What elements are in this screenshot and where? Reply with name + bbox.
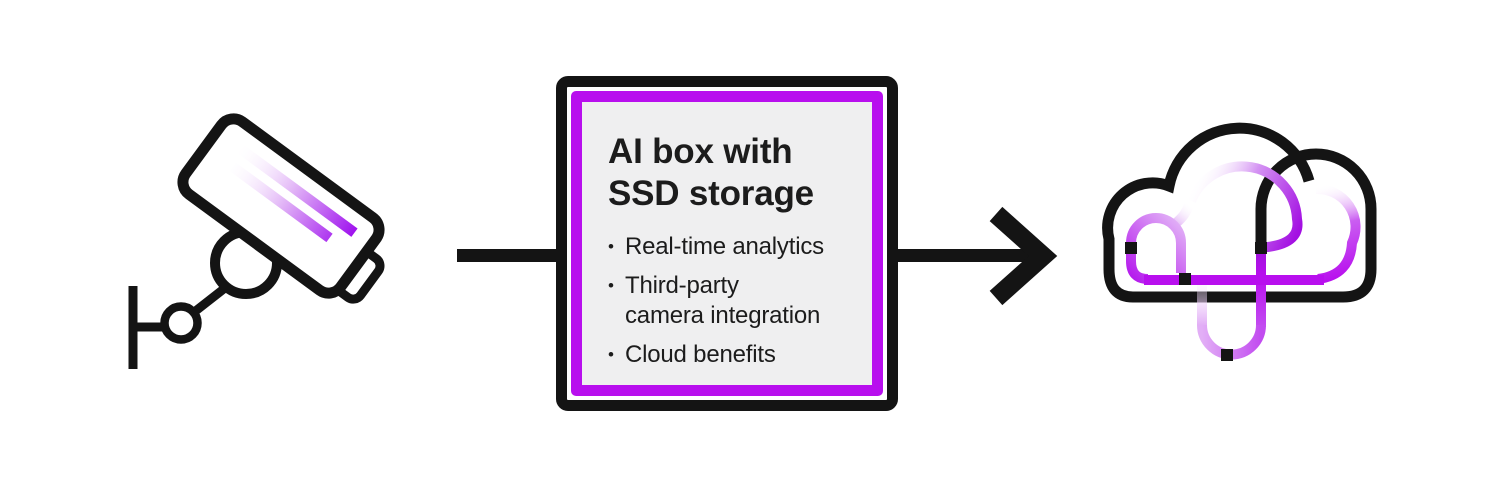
bullet-dot-icon: •: [608, 237, 614, 256]
box-title: AI box with SSD storage: [608, 131, 872, 215]
security-camera-icon: [128, 113, 385, 369]
box-title-line-1: AI box with: [608, 132, 793, 171]
connector-line-left: [457, 249, 557, 262]
node-square: [1125, 242, 1137, 254]
node-square: [1221, 349, 1233, 361]
connector-line-right: [898, 249, 1038, 262]
bullet-list: • Real-time analytics • Third-party came…: [608, 232, 872, 370]
bullet-item-realtime: • Real-time analytics: [608, 233, 824, 260]
bullet-item-thirdparty: • Third-party camera integration: [608, 272, 821, 329]
bullet-item-cloud: • Cloud benefits: [608, 341, 776, 368]
bullet-dot-icon: •: [608, 276, 614, 295]
ai-box-panel: AI box with SSD storage • Real-time anal…: [556, 76, 898, 411]
arrow-right-icon: [989, 206, 1058, 306]
node-square: [1255, 242, 1267, 254]
cloud-icon: [1102, 122, 1377, 361]
cloud-outline: [1102, 122, 1377, 303]
ai-box-inner-panel: AI box with SSD storage • Real-time anal…: [571, 91, 883, 396]
node-square: [1179, 273, 1191, 285]
box-title-line-2: SSD storage: [608, 174, 814, 213]
bullet-dot-icon: •: [608, 345, 614, 364]
